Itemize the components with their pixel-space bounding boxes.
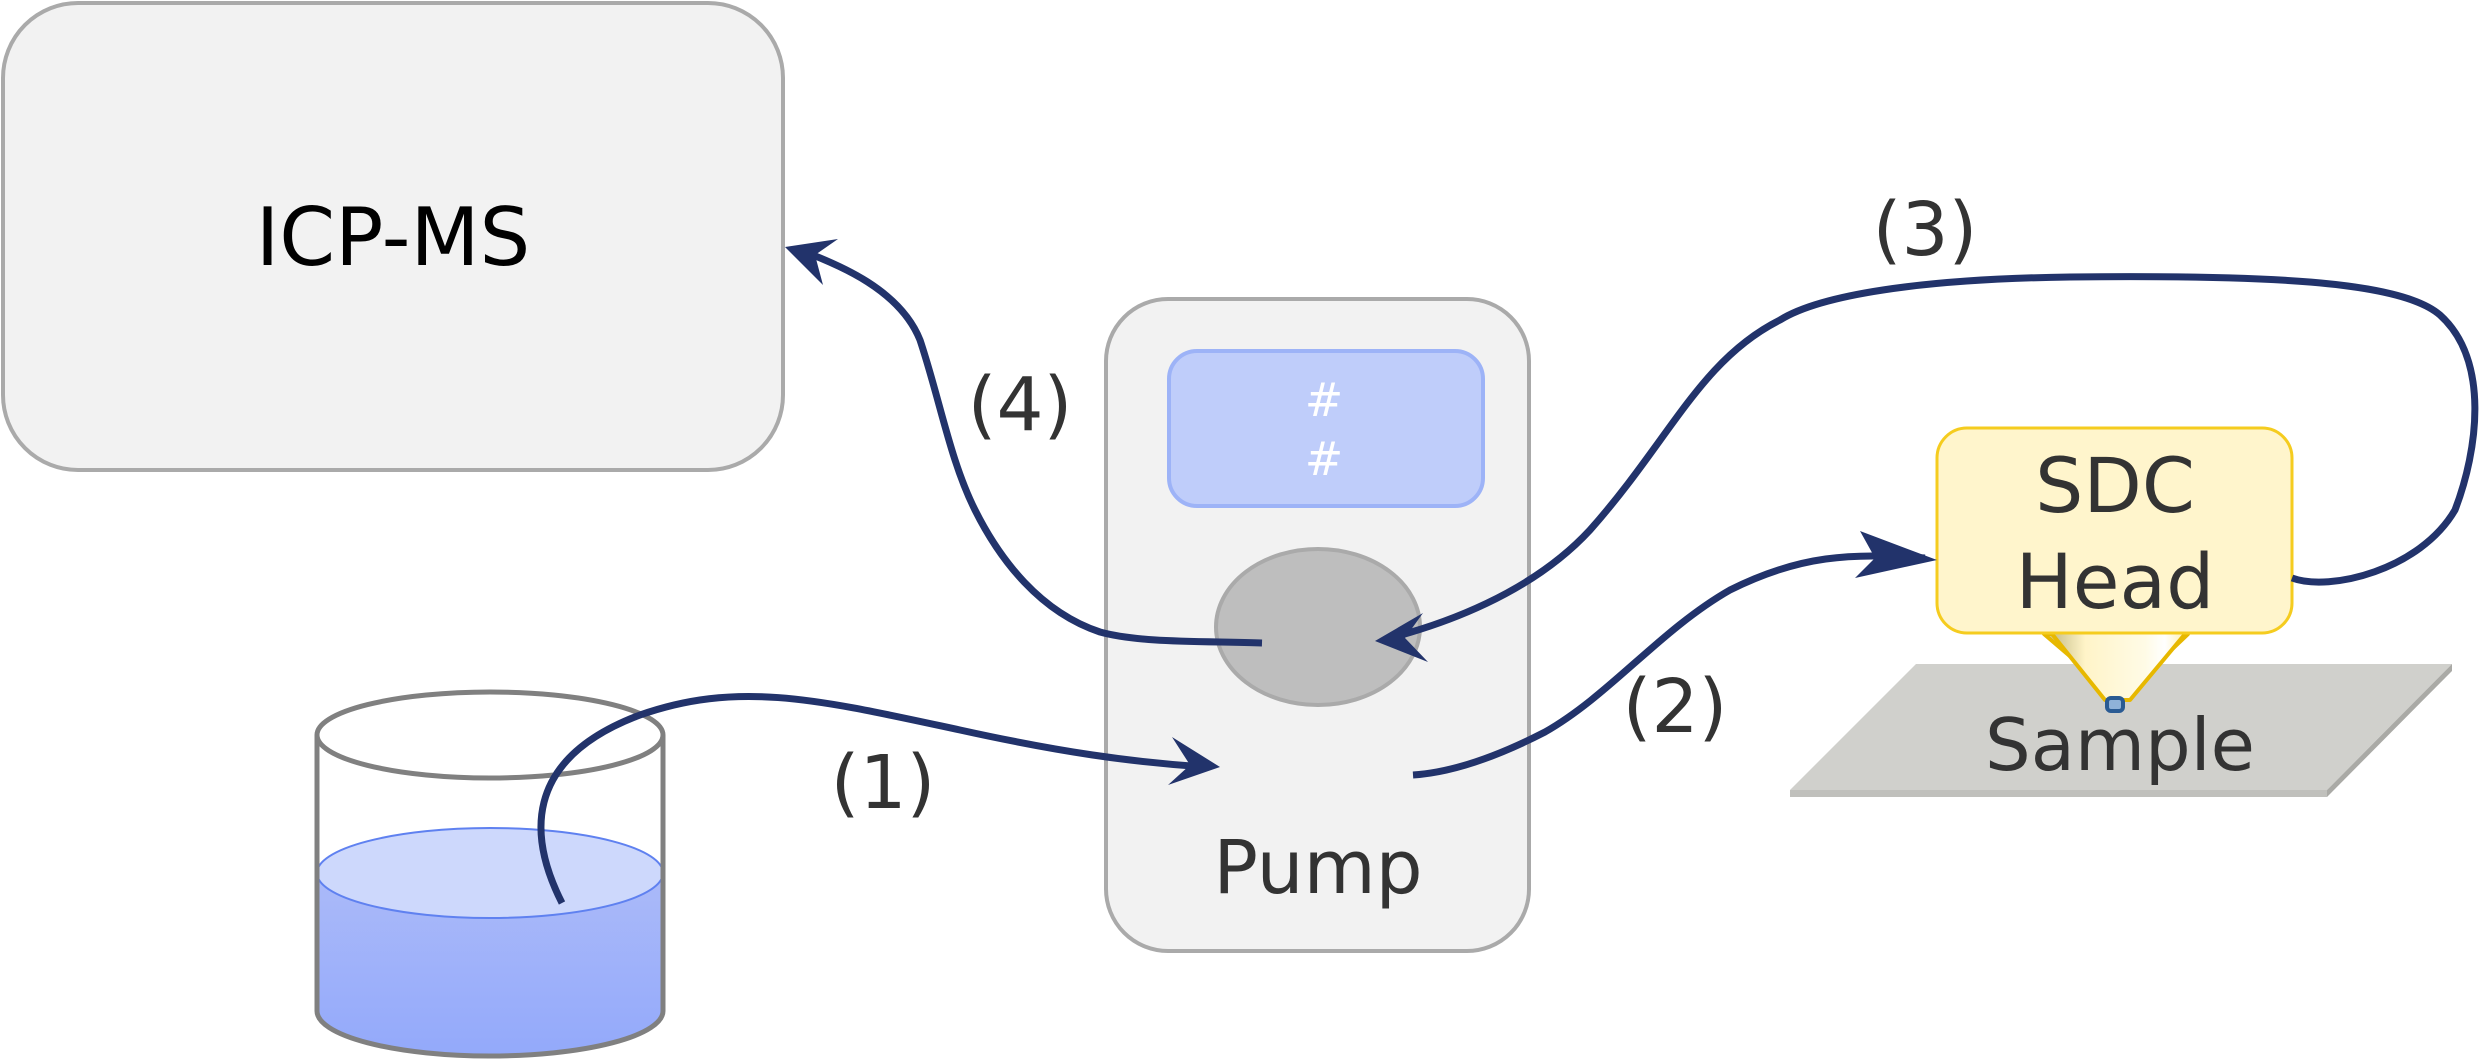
- arrowhead-1: [1168, 737, 1220, 785]
- sdc-head: SDC Head: [1935, 426, 2294, 713]
- icpms-box: ICP-MS: [1, 1, 785, 472]
- tube-3: [1389, 273, 2479, 642]
- reservoir-beaker: [314, 689, 666, 1059]
- pump-label: Pump: [1213, 825, 1422, 911]
- pump-unit: # # Pump: [1104, 297, 1531, 953]
- tube-4: [798, 246, 1263, 647]
- sdc-tip: [2105, 696, 2125, 713]
- flow-2: (2): [1412, 531, 1937, 779]
- beaker-rim: [314, 689, 666, 781]
- tube-1: [537, 692, 1206, 905]
- flow-2-label: (2): [1623, 664, 1728, 750]
- flow-4: (4): [785, 239, 1263, 647]
- arrowhead-3: [1375, 613, 1428, 662]
- sdc-head-line-2: Head: [2016, 537, 2215, 626]
- arrowhead-2: [1855, 531, 1937, 578]
- arrowhead-4: [785, 239, 838, 285]
- flow-4-label: (4): [968, 362, 1073, 448]
- icpms-label: ICP-MS: [256, 191, 531, 284]
- pump-display: # #: [1167, 349, 1485, 508]
- sdc-head-line-1: SDC: [2035, 441, 2195, 530]
- pump-display-line-2: #: [1305, 432, 1344, 486]
- pump-rotor: [1214, 547, 1422, 707]
- sample-plate: Sample: [1790, 664, 2452, 797]
- flow-1: (1): [537, 692, 1220, 905]
- pump-display-line-1: #: [1305, 373, 1344, 427]
- flow-3-label: (3): [1873, 187, 1978, 273]
- flow-3: (3): [1375, 187, 2479, 662]
- sample-label: Sample: [1985, 703, 2255, 787]
- tube-2: [1412, 552, 1926, 779]
- flow-1-label: (1): [831, 740, 936, 826]
- liquid-surface: [316, 827, 664, 919]
